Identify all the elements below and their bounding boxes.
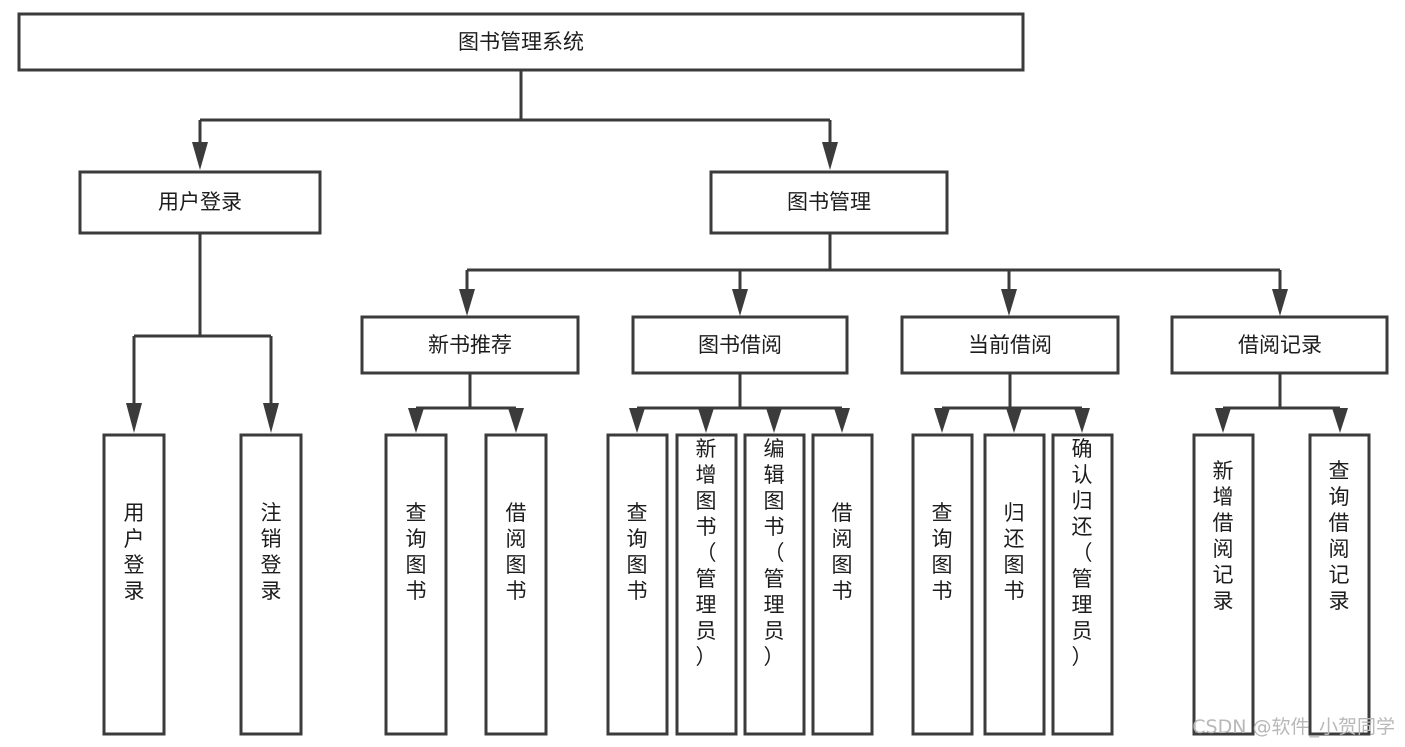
- arrow-user-login-leaf1: [126, 403, 142, 433]
- connector-group-root: [192, 70, 838, 170]
- node-leaf-add-borrow-record-box[interactable]: [1192, 433, 1255, 736]
- node-leaf-borrow-book-recommend-label: 借阅图书: [506, 501, 527, 603]
- node-leaf-query-book-recommend[interactable]: 查询图书: [384, 433, 448, 736]
- arrow-current-leaf3: [1074, 408, 1090, 433]
- node-leaf-borrow-book[interactable]: 借阅图书: [811, 433, 874, 736]
- node-book-borrow-box[interactable]: [631, 315, 849, 375]
- node-leaf-add-book-admin[interactable]: 新增图书（管理员）: [675, 433, 738, 736]
- node-book-borrow[interactable]: 图书借阅: [631, 315, 849, 375]
- node-borrow-record-box[interactable]: [1170, 315, 1389, 375]
- connector-group-borrow-record: [1215, 373, 1348, 433]
- node-book-management-box[interactable]: [709, 170, 949, 235]
- node-leaf-add-borrow-record[interactable]: 新增借阅记录: [1192, 433, 1255, 736]
- node-leaf-query-borrow-record-label: 查询借阅记录: [1329, 459, 1350, 613]
- node-book-borrow-label: 图书借阅: [698, 333, 782, 357]
- node-leaf-query-book-borrow[interactable]: 查询图书: [606, 433, 669, 736]
- arrow-borrow-leaf1: [629, 408, 645, 433]
- node-leaf-query-book-borrow-box[interactable]: [606, 433, 669, 736]
- node-leaf-add-book-admin-label: 新增图书（管理员）: [696, 437, 717, 669]
- node-leaf-return-book-box[interactable]: [983, 433, 1046, 736]
- node-current-borrow[interactable]: 当前借阅: [900, 315, 1120, 375]
- node-user-login-box[interactable]: [78, 170, 322, 235]
- arrow-current-leaf2: [1006, 408, 1022, 433]
- node-leaf-edit-book-admin-box[interactable]: [743, 433, 806, 736]
- node-current-borrow-box[interactable]: [900, 315, 1120, 375]
- node-leaf-query-book-borrow-label: 查询图书: [627, 501, 648, 603]
- node-leaf-confirm-return-admin-box[interactable]: [1051, 433, 1114, 736]
- arrow-bm-to-current: [1001, 289, 1017, 316]
- arrow-record-leaf2: [1332, 408, 1348, 433]
- arrow-bm-to-recommend: [459, 289, 475, 316]
- node-leaf-edit-book-admin-label: 编辑图书（管理员）: [764, 437, 785, 669]
- connector-group-book-management: [459, 233, 1288, 316]
- arrow-recommend-leaf2: [508, 408, 524, 433]
- node-current-borrow-label: 当前借阅: [968, 333, 1052, 357]
- node-leaf-borrow-book-label: 借阅图书: [832, 501, 853, 603]
- node-root-box[interactable]: [17, 12, 1025, 72]
- node-leaf-query-book-current[interactable]: 查询图书: [911, 433, 974, 736]
- node-leaf-edit-book-admin[interactable]: 编辑图书（管理员）: [743, 433, 806, 736]
- node-borrow-record-label: 借阅记录: [1238, 333, 1322, 357]
- node-leaf-borrow-book-recommend-box[interactable]: [484, 433, 548, 736]
- connector-group-book-borrow: [629, 373, 850, 433]
- connector-group-user-login: [126, 233, 279, 433]
- node-book-management-label: 图书管理: [787, 190, 871, 214]
- node-leaf-return-book[interactable]: 归还图书: [983, 433, 1046, 736]
- node-new-book-recommend-label: 新书推荐: [428, 333, 512, 357]
- arrow-root-to-book-management: [822, 142, 838, 170]
- node-leaf-borrow-book-box[interactable]: [811, 433, 874, 736]
- arrow-borrow-leaf3: [766, 408, 782, 433]
- node-leaf-user-login-box[interactable]: [102, 433, 166, 736]
- node-leaf-query-borrow-record[interactable]: 查询借阅记录: [1308, 433, 1371, 736]
- node-new-book-recommend-box[interactable]: [360, 315, 580, 375]
- arrow-borrow-leaf2: [698, 408, 714, 433]
- node-leaf-user-login-label: 用户登录: [124, 501, 145, 603]
- node-leaf-query-borrow-record-box[interactable]: [1308, 433, 1371, 736]
- node-leaf-return-book-label: 归还图书: [1004, 501, 1025, 603]
- node-user-login[interactable]: 用户登录: [78, 170, 322, 235]
- connector-group-current-borrow: [934, 373, 1090, 433]
- node-book-management[interactable]: 图书管理: [709, 170, 949, 235]
- arrow-bm-to-record: [1272, 289, 1288, 316]
- leaf-nodes-group: 用户登录 注销登录 查询图书 借阅图书 查询图书 新增图书（管理员）: [102, 433, 1371, 736]
- node-leaf-confirm-return-admin-label: 确认归还（管理员）: [1072, 437, 1093, 669]
- node-leaf-confirm-return-admin[interactable]: 确认归还（管理员）: [1051, 433, 1114, 736]
- node-leaf-query-book-recommend-label: 查询图书: [406, 501, 427, 603]
- node-leaf-query-book-recommend-box[interactable]: [384, 433, 448, 736]
- node-root[interactable]: 图书管理系统: [17, 12, 1025, 72]
- arrow-root-to-user-login: [192, 142, 208, 170]
- node-leaf-logout-box[interactable]: [239, 433, 303, 736]
- node-leaf-query-book-current-label: 查询图书: [932, 501, 953, 603]
- node-leaf-query-book-current-box[interactable]: [911, 433, 974, 736]
- arrow-bm-to-borrow: [732, 289, 748, 316]
- node-leaf-add-book-admin-box[interactable]: [675, 433, 738, 736]
- node-leaf-logout[interactable]: 注销登录: [239, 433, 303, 736]
- node-leaf-logout-label: 注销登录: [261, 501, 282, 603]
- arrow-current-leaf1: [934, 408, 950, 433]
- node-user-login-label: 用户登录: [158, 190, 242, 214]
- node-root-label: 图书管理系统: [458, 30, 584, 54]
- connector-group-new-book-recommend: [408, 373, 524, 433]
- arrow-borrow-leaf4: [834, 408, 850, 433]
- watermark-label: CSDN @软件_小贺同学: [1192, 716, 1395, 738]
- node-leaf-user-login[interactable]: 用户登录: [102, 433, 166, 736]
- arrow-user-login-leaf2: [263, 403, 279, 433]
- node-leaf-borrow-book-recommend[interactable]: 借阅图书: [484, 433, 548, 736]
- arrow-recommend-leaf1: [408, 408, 424, 433]
- node-new-book-recommend[interactable]: 新书推荐: [360, 315, 580, 375]
- node-leaf-add-borrow-record-label: 新增借阅记录: [1213, 459, 1234, 613]
- node-borrow-record[interactable]: 借阅记录: [1170, 315, 1389, 375]
- arrow-record-leaf1: [1215, 408, 1231, 433]
